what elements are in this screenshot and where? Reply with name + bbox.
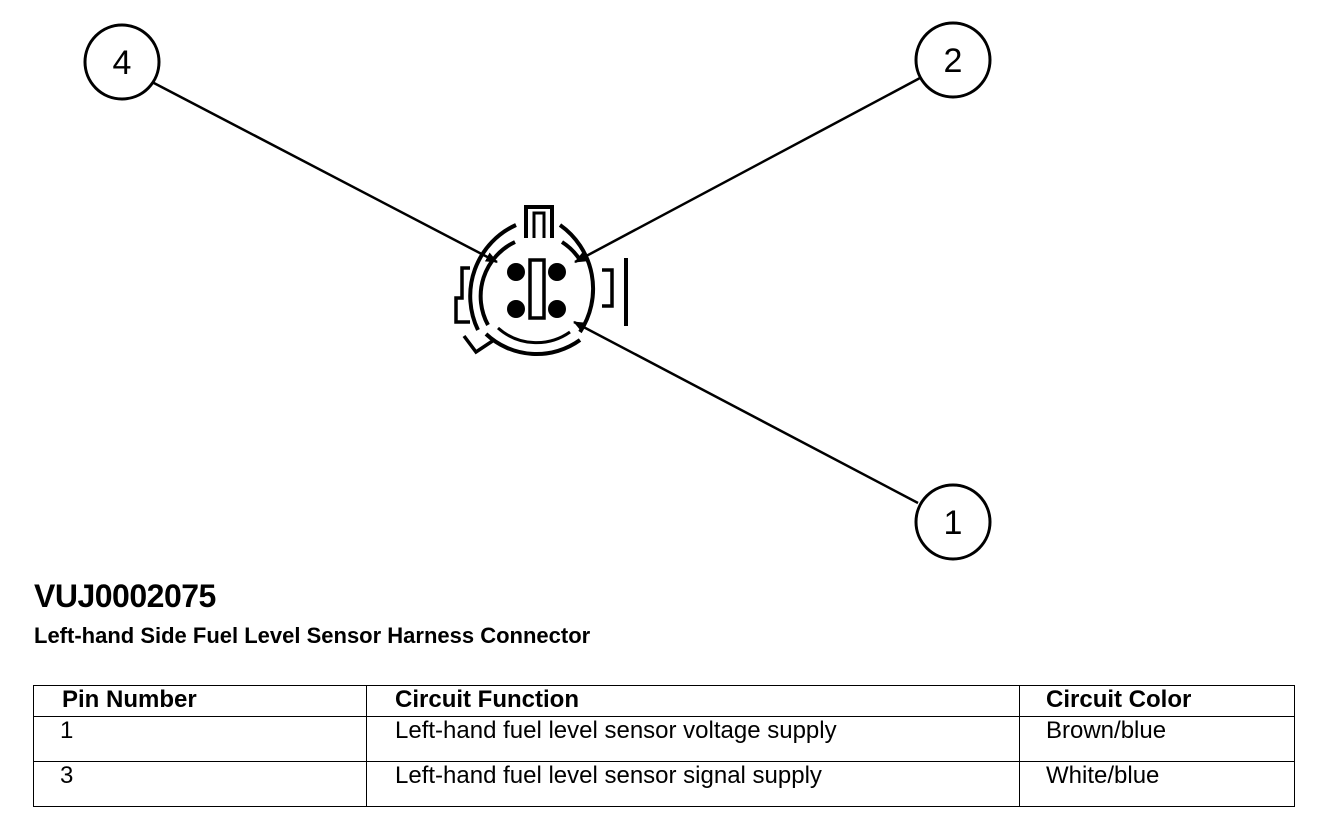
connector-inner-arc xyxy=(478,240,516,326)
pin-4 xyxy=(507,263,525,281)
harness-connector xyxy=(454,205,628,357)
connector-top-key xyxy=(524,205,554,238)
header-pin-number: Pin Number xyxy=(33,685,367,717)
cell-circuit-color: Brown/blue xyxy=(1019,716,1295,762)
connector-inner-arc-right xyxy=(560,240,582,262)
header-circuit-color: Circuit Color xyxy=(1019,685,1295,717)
cell-circuit-function: Left-hand fuel level sensor signal suppl… xyxy=(366,761,1020,807)
callout-4: 4 xyxy=(83,23,161,101)
connector-top-key-inner xyxy=(532,211,546,238)
connector-lower-arc xyxy=(484,332,582,357)
table-row: 3 Left-hand fuel level sensor signal sup… xyxy=(33,761,1295,807)
cell-pin-number: 1 xyxy=(33,716,367,762)
connector-left-latch xyxy=(454,266,470,324)
leader-line-4 xyxy=(151,80,498,264)
pin-1 xyxy=(548,300,566,318)
header-circuit-function: Circuit Function xyxy=(366,685,1020,717)
connector-inner-lower-arc xyxy=(497,326,571,345)
pin-3 xyxy=(507,300,525,318)
callout-1-label: 1 xyxy=(944,504,963,542)
connector-left-foot xyxy=(462,334,495,355)
document-title: Left-hand Side Fuel Level Sensor Harness… xyxy=(34,623,591,648)
callout-1: 1 xyxy=(914,483,992,561)
document-id: VUJ0002075 xyxy=(34,578,216,614)
cell-circuit-color: White/blue xyxy=(1019,761,1295,807)
connector-pins xyxy=(507,263,566,318)
table-row: 1 Left-hand fuel level sensor voltage su… xyxy=(33,716,1295,762)
connector-right-bracket xyxy=(602,268,614,308)
callout-2: 2 xyxy=(914,21,992,99)
callout-2-label: 2 xyxy=(944,42,963,80)
pin-2 xyxy=(548,263,566,281)
connector-outer-arc-right xyxy=(558,223,596,334)
callout-4-label: 4 xyxy=(113,44,132,82)
pin-table: Pin Number Circuit Function Circuit Colo… xyxy=(33,685,1295,807)
connector-diagram: 4 2 1 xyxy=(83,21,992,561)
cell-circuit-function: Left-hand fuel level sensor voltage supp… xyxy=(366,716,1020,762)
table-header-row: Pin Number Circuit Function Circuit Colo… xyxy=(33,685,1295,717)
leader-line-2 xyxy=(574,76,921,264)
cell-pin-number: 3 xyxy=(33,761,367,807)
connector-outer-arc xyxy=(468,223,517,331)
connector-center-bar xyxy=(528,258,546,320)
leader-line-1 xyxy=(573,320,919,505)
